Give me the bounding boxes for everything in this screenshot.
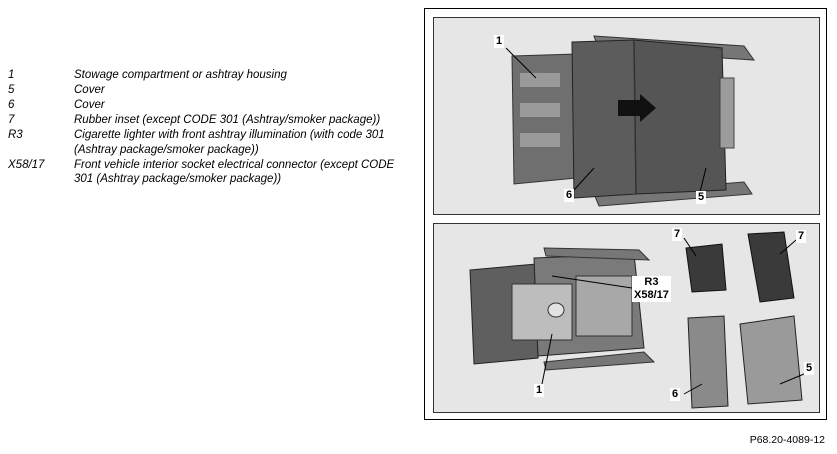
bracket-shape — [719, 77, 735, 149]
leader-line — [505, 47, 537, 79]
rubber-inset-shape — [685, 243, 727, 293]
leader-line — [541, 333, 553, 385]
legend-item: 5 Cover — [8, 83, 400, 98]
callout-label: 6 — [564, 189, 575, 202]
cover-shape — [571, 39, 637, 199]
cover-seam — [633, 39, 637, 195]
legend-text: Cigarette lighter with front ashtray ill… — [74, 129, 385, 156]
figure-frame: 1 6 5 7 — [424, 8, 827, 420]
legend-key: 7 — [8, 114, 15, 126]
callout-label: 7 — [672, 228, 683, 241]
legend-key: R3 — [8, 129, 23, 141]
legend-item: 7 Rubber inset (except CODE 301 (Ashtray… — [8, 113, 400, 128]
leader-line — [779, 239, 797, 255]
legend-text: Cover — [74, 84, 105, 96]
cover-shape — [633, 39, 727, 195]
leader-line — [699, 167, 707, 193]
callout-label: 1 — [494, 35, 505, 48]
figure-code: P68.20-4089-12 — [749, 434, 825, 446]
legend-item: R3 Cigarette lighter with front ashtray … — [8, 128, 400, 157]
housing-slot — [520, 103, 560, 117]
housing-slot — [520, 73, 560, 87]
callout-label: X58/17 — [634, 289, 669, 301]
bottom-photo: 7 7 R3 X58/17 1 6 5 — [433, 223, 820, 413]
rubber-inset-shape — [747, 231, 795, 303]
legend-text: Stowage compartment or ashtray housing — [74, 69, 287, 81]
housing-slot — [520, 133, 560, 147]
callout-label: 6 — [670, 388, 681, 401]
socket-shape — [547, 302, 565, 318]
callout-label: 5 — [696, 191, 707, 204]
legend-text: Cover — [74, 99, 105, 111]
legend-key: 6 — [8, 99, 15, 111]
legend-item: X58/17 Front vehicle interior socket ele… — [8, 158, 400, 187]
legend-list: 1 Stowage compartment or ashtray housing… — [8, 68, 400, 187]
legend-item: 6 Cover — [8, 98, 400, 113]
cover-shape — [739, 315, 803, 405]
bottom-photo-drawing — [469, 231, 805, 409]
callout-label: 7 — [796, 230, 807, 243]
legend-key: X58/17 — [8, 158, 45, 171]
compartment-shape — [575, 275, 633, 337]
legend-text: Front vehicle interior socket electrical… — [74, 158, 395, 186]
legend-text: Rubber inset (except CODE 301 (Ashtray/s… — [74, 114, 381, 126]
leader-line — [683, 383, 703, 395]
leader-line — [551, 275, 633, 289]
callout-label: R3 — [644, 276, 659, 288]
leader-line — [573, 167, 595, 191]
cover-shape — [687, 315, 729, 409]
leader-line — [683, 237, 697, 257]
callout-label: 5 — [804, 362, 815, 375]
direction-arrow — [618, 94, 656, 122]
legend-key: 1 — [8, 69, 15, 81]
legend-key: 5 — [8, 84, 15, 96]
callout-label: 1 — [534, 384, 545, 397]
legend-item: 1 Stowage compartment or ashtray housing — [8, 68, 400, 83]
callout-group: R3 X58/17 — [632, 276, 671, 302]
rail-shape — [543, 247, 651, 261]
leader-line — [779, 373, 805, 385]
top-photo: 1 6 5 — [433, 17, 820, 215]
top-photo-drawing — [505, 35, 756, 207]
